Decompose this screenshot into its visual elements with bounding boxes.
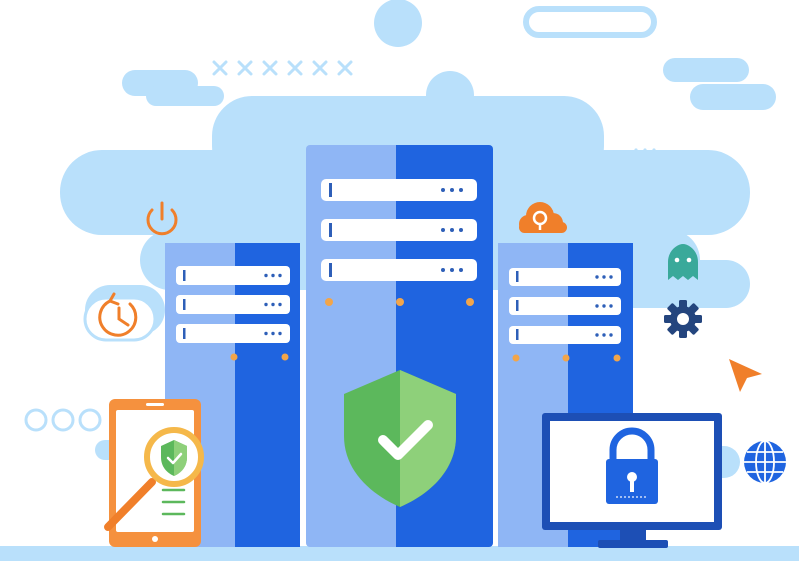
phone-device (104, 399, 204, 547)
decor-cloud-small-right (663, 58, 749, 82)
status-led (281, 353, 289, 361)
status-led (325, 298, 333, 306)
server-slot (509, 297, 621, 315)
server-center (306, 145, 493, 547)
globe-icon (744, 440, 786, 484)
decor-pill (523, 6, 657, 38)
text-lines (161, 488, 186, 516)
padlock-icon (606, 427, 658, 504)
clock-refresh-icon (98, 292, 138, 337)
status-led (396, 298, 404, 306)
server-slot (509, 268, 621, 286)
magnifier-icon (104, 427, 204, 531)
gear-icon (664, 300, 702, 338)
cloud-upload-icon (519, 202, 567, 233)
decor-x-marks (212, 60, 353, 76)
server-slot (321, 259, 477, 281)
ghost-icon (668, 244, 698, 280)
decor-circles-left (24, 408, 102, 432)
status-led (613, 354, 621, 362)
server-slot (321, 179, 477, 201)
power-icon (146, 201, 178, 236)
server-slot (321, 219, 477, 241)
server-slot (509, 326, 621, 344)
status-led (512, 354, 520, 362)
floor-line (0, 546, 799, 561)
monitor-device (542, 413, 722, 548)
decor-cloud-small-left-2 (146, 86, 224, 106)
decor-cloud-small-right-2 (690, 84, 776, 110)
shield-check-icon (344, 370, 456, 507)
status-led (562, 354, 570, 362)
server-slot (176, 266, 290, 285)
server-slot (176, 324, 290, 343)
status-led (466, 298, 474, 306)
status-led (230, 353, 238, 361)
decor-circle (374, 0, 422, 47)
cursor-arrow-icon (729, 359, 762, 392)
server-slot (176, 295, 290, 314)
